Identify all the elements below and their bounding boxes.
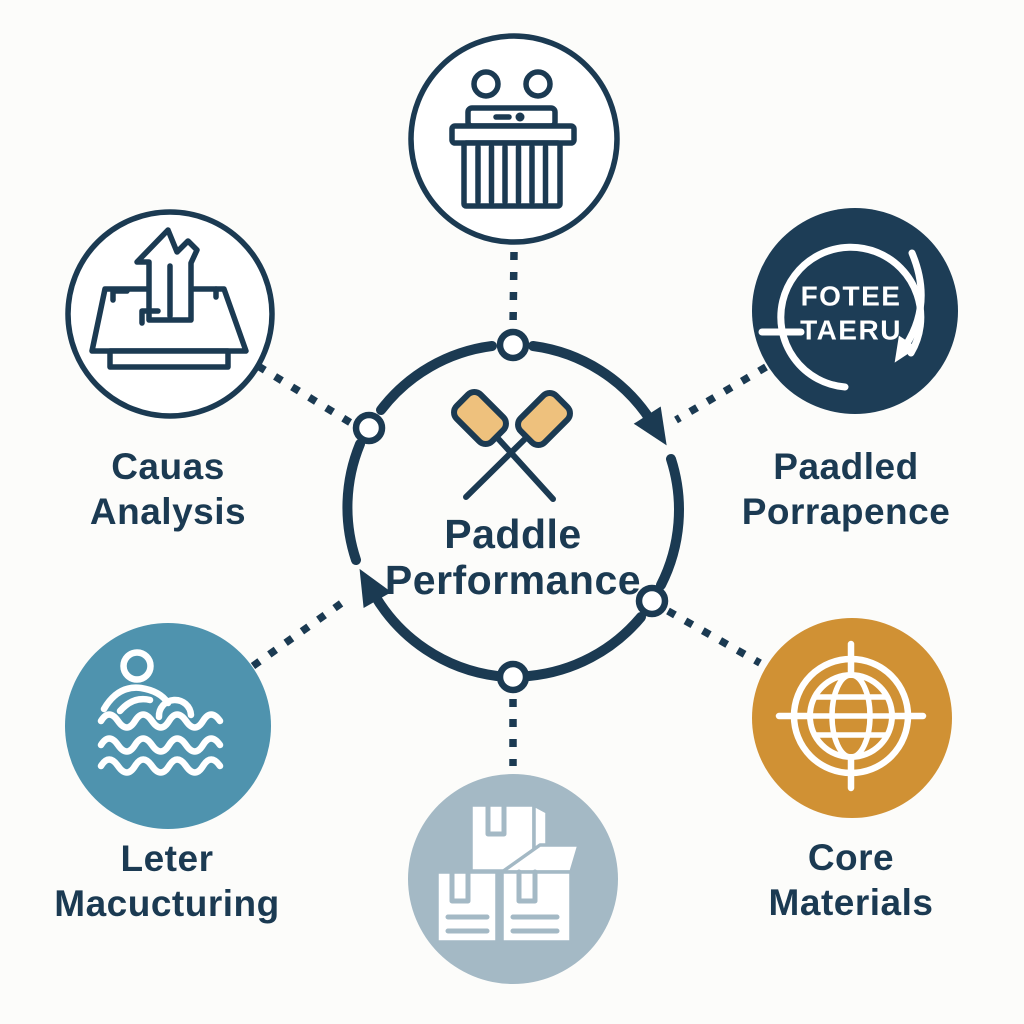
- label-bottom-left-node: Leter Macucturing: [54, 836, 279, 926]
- label-line: Paadled: [773, 445, 919, 487]
- label-bottom-right-node: Core Materials: [769, 835, 934, 925]
- ring-node-bottom: [496, 660, 530, 694]
- ring-arc-3: [524, 612, 646, 681]
- cycle-badge-text: FOTEE TAERU: [800, 279, 902, 346]
- connector-bottom-left: [250, 596, 349, 670]
- drafting-table-arrow-icon: [89, 227, 249, 370]
- refresh-cycle-arrow-icon: [758, 243, 925, 391]
- connector-lines: [250, 251, 768, 766]
- center-title: Paddle Performance: [384, 511, 642, 604]
- ring-node-upper-left: [352, 411, 386, 445]
- connector-top: [509, 251, 518, 329]
- label-line: Analysis: [89, 491, 247, 532]
- ring-arc-4: [359, 568, 502, 681]
- label-line: Materials: [768, 882, 934, 923]
- connector-bottom-right: [666, 607, 762, 667]
- label-line: Cauas: [111, 445, 225, 487]
- swimmer-waves-icon: [97, 649, 224, 776]
- ring-arc-6: [376, 341, 497, 415]
- label-line: Leter: [120, 837, 214, 879]
- ring-arc-1: [528, 341, 667, 446]
- globe-crosshair-icon: [775, 640, 927, 792]
- cycle-ring: [342, 328, 684, 694]
- stacked-boxes-icon: [435, 802, 581, 944]
- crossed-paddles-icon: [451, 389, 573, 502]
- connector-top-left: [256, 362, 353, 427]
- label-line: Core: [807, 836, 895, 878]
- label-line: Macucturing: [54, 883, 280, 924]
- badge-line-1: FOTEE: [800, 280, 902, 312]
- center-title-line-2: Performance: [384, 557, 642, 603]
- connector-top-right: [674, 363, 768, 424]
- ring-node-top: [496, 328, 530, 362]
- badge-line-2: TAERU: [800, 314, 902, 345]
- center-title-line-1: Paddle: [444, 511, 582, 558]
- ring-arc-2: [656, 454, 684, 590]
- label-top-right-node: Paadled Porrapence: [742, 444, 951, 534]
- shredder-basket-icon: [449, 69, 577, 209]
- label-top-left-node: Cauas Analysis: [90, 444, 246, 534]
- label-line: Porrapence: [741, 491, 951, 532]
- ring-node-lower-right: [635, 584, 669, 618]
- ring-arc-5: [342, 439, 365, 565]
